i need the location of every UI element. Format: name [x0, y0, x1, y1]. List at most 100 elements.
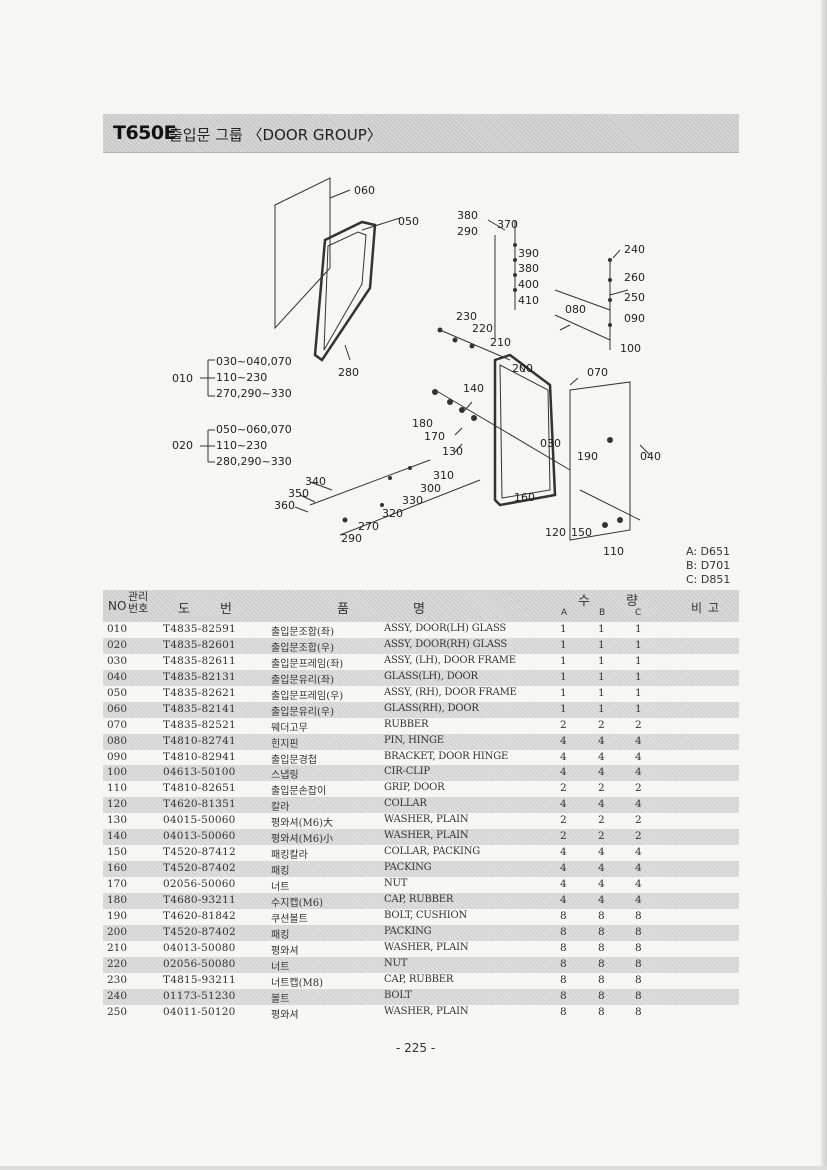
header-note: 비고 [691, 601, 726, 615]
qty-b: 1 [598, 623, 605, 635]
callout-210: 210 [490, 336, 511, 349]
qty-b: 4 [598, 862, 605, 875]
callout-080: 080 [565, 303, 586, 316]
door-glass-rh [274, 177, 331, 330]
part-name-kr: 힌지핀 [271, 738, 299, 750]
fastener-line-bottom [339, 479, 481, 536]
callout-130: 130 [442, 445, 463, 458]
qty-b: 2 [598, 718, 605, 731]
part-name-en: ASSY, (LH), DOOR FRAME [384, 654, 516, 666]
part-no: 130 [107, 814, 128, 827]
callout-120: 120 [545, 526, 566, 539]
part-name-en: COLLAR, PACKING [384, 846, 481, 858]
qty-b: 4 [598, 878, 605, 890]
qty-a: 1 [560, 638, 567, 651]
qty-a: 4 [560, 798, 567, 811]
header-a: A [561, 608, 568, 618]
part-name-kr: 출입문유리(우) [271, 706, 335, 718]
group-010-line: 030~040,070 [216, 355, 292, 368]
part-number: T4835-82611 [163, 654, 236, 667]
callout-260: 260 [624, 271, 645, 284]
qty-b: 8 [598, 989, 605, 1002]
qty-c: 4 [635, 862, 642, 875]
part-name-kr: 쿠션볼트 [271, 913, 308, 925]
part-number: T4835-82141 [163, 702, 236, 715]
header-c: C [635, 608, 642, 618]
part-no: 220 [107, 957, 128, 970]
title-bar: T650E 출입문 그룹 〈DOOR GROUP〉 [103, 114, 739, 153]
qty-c: 4 [635, 893, 642, 906]
part-no: 230 [107, 973, 128, 986]
part-name-kr: 평와셔 [271, 945, 299, 957]
qty-a: 2 [560, 830, 567, 843]
callout-200: 200 [512, 362, 533, 375]
part-name-en: WASHER, PLAIN [384, 814, 469, 826]
part-name-en: PACKING [384, 862, 432, 874]
part-name-en: BOLT, CUSHION [384, 909, 468, 921]
group-020-lines: 050~060,070 110~230 280,290~330 [216, 422, 292, 470]
part-number: 04013-50080 [163, 941, 236, 954]
door-glass-lh [569, 381, 631, 541]
part-name-kr: 출입문프레임(우) [271, 690, 344, 702]
part-name-en: COLLAR [384, 798, 427, 810]
callout-320: 320 [382, 507, 403, 520]
part-name-en: CIR-CLIP [384, 766, 430, 778]
part-name-en: WASHER, PLAIN [384, 941, 469, 953]
callout-290: 290 [457, 225, 478, 238]
qty-b: 4 [598, 766, 605, 779]
qty-b: 1 [598, 654, 605, 667]
part-no: 240 [107, 989, 128, 1002]
part-number: T4835-82521 [163, 718, 236, 731]
qty-b: 1 [598, 702, 605, 715]
part-no: 190 [107, 909, 128, 922]
qty-c: 1 [635, 638, 642, 651]
callout-330: 330 [402, 494, 423, 507]
qty-a: 1 [560, 702, 567, 715]
callout-050: 050 [398, 215, 419, 228]
header-drawing: 도번 [178, 602, 262, 617]
qty-c: 8 [635, 909, 642, 922]
door-frame-rh-inner [323, 231, 367, 351]
part-name-kr: 평와셔(M6)大 [271, 818, 334, 830]
part-name-en: BRACKET, DOOR HINGE [384, 750, 509, 762]
part-name-en: NUT [384, 878, 408, 889]
callout-090: 090 [624, 312, 645, 325]
qty-a: 4 [560, 893, 567, 906]
qty-c: 8 [635, 957, 642, 970]
door-frame-lh-inner [499, 364, 551, 499]
qty-a: 2 [560, 718, 567, 731]
part-number: T4520-87412 [163, 846, 236, 859]
part-no: 160 [107, 862, 128, 875]
part-number: T4835-82591 [163, 623, 236, 635]
part-name-en: ASSY, DOOR(LH) GLASS [384, 623, 507, 634]
part-name-en: BOLT [384, 989, 412, 1001]
qty-b: 2 [598, 814, 605, 827]
part-name-en: RUBBER [384, 718, 429, 730]
group-bracket-020 [200, 429, 215, 463]
qty-a: 1 [560, 623, 567, 635]
qty-a: 8 [560, 1005, 567, 1018]
part-no: 170 [107, 878, 128, 890]
part-no: 010 [107, 623, 128, 635]
qty-a: 8 [560, 973, 567, 986]
qty-b: 4 [598, 846, 605, 859]
part-name-kr: 볼트 [271, 993, 290, 1005]
group-020-line: 110~230 [216, 439, 268, 452]
qty-b: 2 [598, 830, 605, 843]
qty-a: 4 [560, 846, 567, 859]
header-mgmt: 관리번호 [128, 590, 149, 615]
part-no: 080 [107, 734, 128, 747]
qty-a: 4 [560, 878, 567, 890]
qty-b: 8 [598, 957, 605, 970]
part-name-en: CAP, RUBBER [384, 893, 454, 905]
